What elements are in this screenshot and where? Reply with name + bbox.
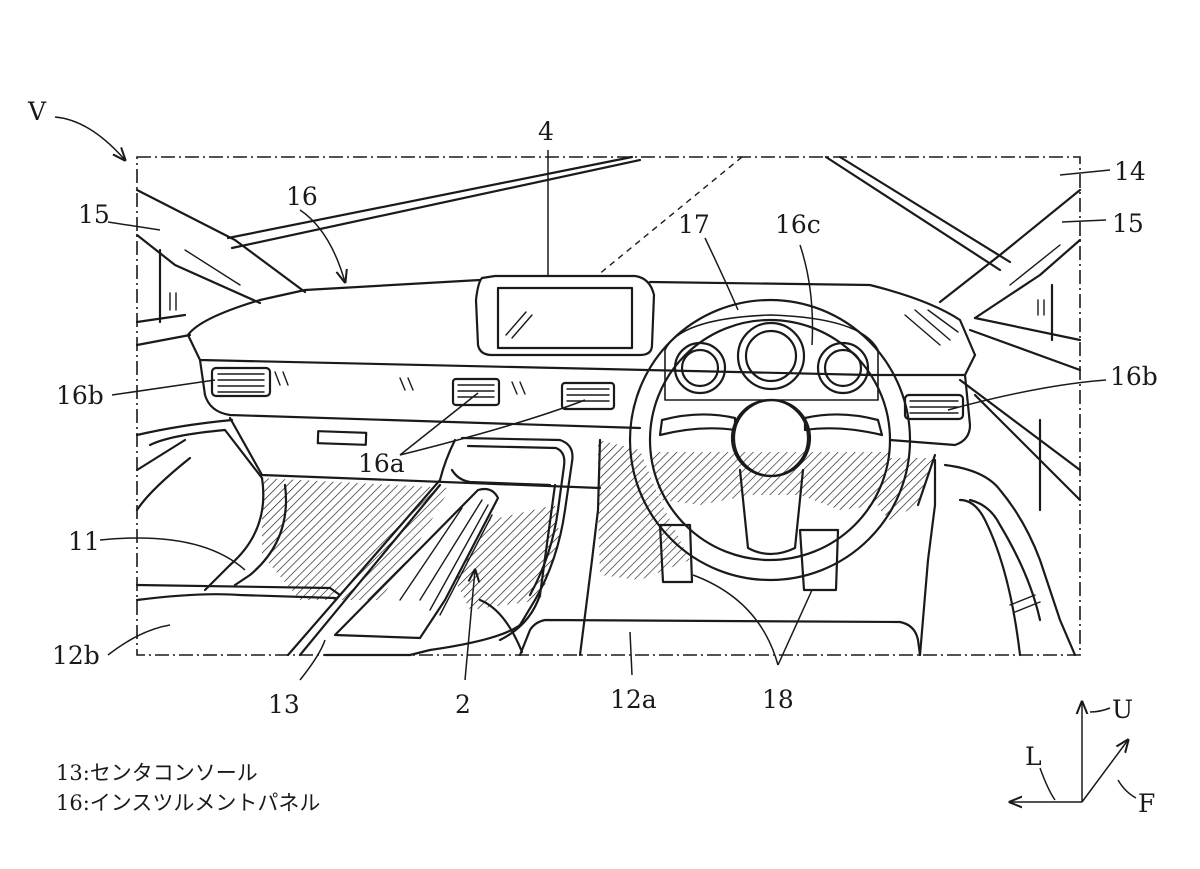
- label-seat-right: 12a: [610, 685, 657, 714]
- label-pillar-right: 15: [1112, 209, 1144, 238]
- left-seat: [135, 418, 342, 602]
- floor-hatch-dash: [650, 452, 890, 510]
- label-vehicle: V: [27, 97, 47, 126]
- legend: 13:センタコンソール 16:インスツルメントパネル: [56, 761, 320, 815]
- view-frame: [136, 156, 1081, 656]
- side-vent-left[interactable]: [210, 366, 272, 398]
- legend-line-1: 13:センタコンソール: [56, 761, 258, 785]
- label-console: 13: [268, 690, 300, 719]
- label-seat-left: 11: [68, 527, 100, 556]
- direction-up-label: U: [1112, 695, 1133, 724]
- steering-wheel[interactable]: [628, 298, 912, 582]
- center-vent-right[interactable]: [560, 381, 616, 411]
- direction-left-label: L: [1025, 742, 1042, 771]
- center-display[interactable]: [474, 274, 656, 357]
- label-windshield: 14: [1114, 157, 1146, 186]
- windshield: [226, 155, 1012, 276]
- label-vent-center: 16a: [358, 449, 405, 478]
- label-panel: 16: [286, 182, 318, 211]
- center-console: [286, 436, 922, 657]
- legend-line-2: 16:インスツルメントパネル: [56, 791, 320, 815]
- a-pillar-right: [938, 188, 1082, 372]
- label-vent-left: 16b: [56, 381, 104, 410]
- label-shift: 2: [455, 690, 471, 719]
- label-pedals: 18: [762, 685, 794, 714]
- right-floor: [578, 378, 1082, 657]
- label-steering: 17: [678, 210, 710, 239]
- direction-front-label: F: [1138, 789, 1155, 818]
- label-display: 4: [538, 117, 554, 146]
- pedals: [658, 523, 840, 592]
- leader-lines: [54, 116, 1111, 681]
- reference-labels: V 4 16 14 15 15 17 16c 16b 16b 16a 11 12…: [27, 97, 1158, 719]
- floor-hatch-left: [262, 478, 450, 600]
- instrument-meters: [664, 314, 879, 401]
- a-pillar-left: [135, 188, 307, 347]
- label-vent-right: 16b: [1110, 362, 1158, 391]
- floor-hatch-center: [455, 505, 560, 610]
- label-meter: 16c: [775, 210, 821, 239]
- label-pillar-left: 15: [78, 200, 110, 229]
- label-seat-left-cushion: 12b: [52, 641, 100, 670]
- center-vent-left[interactable]: [451, 377, 501, 407]
- direction-indicator: U L F: [1010, 695, 1155, 818]
- side-vent-right[interactable]: [903, 393, 965, 421]
- floor-hatch-right: [598, 440, 690, 580]
